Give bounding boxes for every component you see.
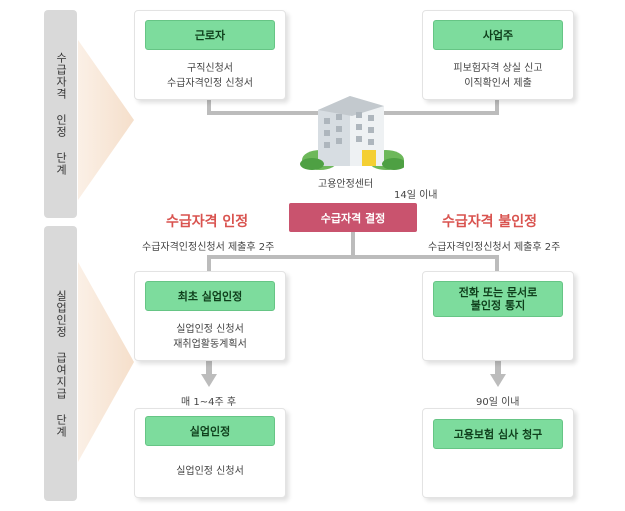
- stage-bar-eligibility: 수급자격 인정 단계: [44, 10, 77, 218]
- employment-center-label: 고용안정센터: [318, 175, 373, 190]
- approved-note: 수급자격인정신청서 제출후 2주: [142, 238, 274, 253]
- eligibility-decision: 수급자격 결정: [289, 203, 417, 232]
- appeal-card: 고용보험 심사 청구: [422, 408, 574, 498]
- worker-card: 근로자 구직신청서 수급자격인정 신청서: [134, 10, 286, 100]
- approved-title: 수급자격 인정: [166, 211, 248, 231]
- stage-arrow-top: [78, 40, 134, 200]
- first-recognition-doc-1: 실업인정 신청서: [135, 322, 285, 337]
- recognition-doc-1: 실업인정 신청서: [135, 464, 285, 479]
- recognition-title: 실업인정: [145, 416, 275, 446]
- first-recognition-doc-2: 재취업활동계획서: [135, 337, 285, 352]
- stage-arrow-bottom: [78, 262, 134, 462]
- worker-doc-2: 수급자격인정 신청서: [135, 76, 285, 91]
- first-recognition-card: 최초 실업인정 실업인정 신청서 재취업활동계획서: [134, 271, 286, 361]
- rejected-title: 수급자격 불인정: [442, 211, 537, 231]
- stage-label-eligibility: 수급자격 인정 단계: [44, 10, 77, 218]
- office-building-icon: [300, 92, 404, 170]
- recognition-card: 실업인정 실업인정 신청서: [134, 408, 286, 498]
- rejection-notice-line-2: 불인정 통지: [471, 299, 525, 312]
- within-90-days-label: 90일 이내: [476, 393, 520, 408]
- stage-label-payment: 실업인정 급여지급 단계: [44, 226, 77, 501]
- rejection-notice-card: 전화 또는 문서로 불인정 통지: [422, 271, 574, 361]
- stage-bar-payment: 실업인정 급여지급 단계: [44, 226, 77, 501]
- appeal-title: 고용보험 심사 청구: [433, 419, 563, 449]
- rejection-notice-line-1: 전화 또는 문서로: [459, 286, 538, 299]
- days-14-label: 14일 이내: [394, 186, 438, 201]
- worker-title: 근로자: [145, 20, 275, 50]
- down-arrow-right: [490, 361, 506, 387]
- employer-title: 사업주: [433, 20, 563, 50]
- employer-card: 사업주 피보험자격 상실 신고 이직확인서 제출: [422, 10, 574, 100]
- worker-doc-1: 구직신청서: [135, 61, 285, 76]
- down-arrow-left: [201, 361, 217, 387]
- interval-label: 매 1~4주 후: [181, 393, 236, 408]
- rejected-note: 수급자격인정신청서 제출후 2주: [428, 238, 560, 253]
- first-recognition-title: 최초 실업인정: [145, 281, 275, 311]
- employer-doc-2: 이직확인서 제출: [423, 76, 573, 91]
- connector-split: [207, 255, 499, 259]
- employer-doc-1: 피보험자격 상실 신고: [423, 61, 573, 76]
- connector-left-drop: [207, 255, 211, 271]
- rejection-notice-title: 전화 또는 문서로 불인정 통지: [433, 281, 563, 317]
- connector-right-drop: [495, 255, 499, 271]
